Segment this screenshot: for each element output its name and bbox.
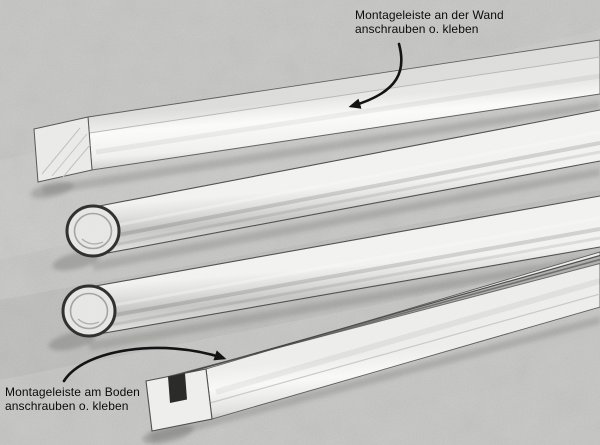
annotation-floor-line1: Montageleiste am Boden (5, 385, 140, 399)
annotation-floor: Montageleiste am Boden anschrauben o. kl… (5, 385, 140, 413)
annotation-wall-line1: Montageleiste an der Wand (355, 8, 504, 22)
annotation-floor-line2: anschrauben o. kleben (5, 399, 129, 413)
annotation-wall-line2: anschrauben o. kleben (355, 22, 479, 36)
arrow-to-wall-rail (348, 42, 403, 109)
arrow-to-floor-rail (62, 346, 227, 383)
annotation-wall: Montageleiste an der Wand anschrauben o.… (355, 8, 504, 36)
